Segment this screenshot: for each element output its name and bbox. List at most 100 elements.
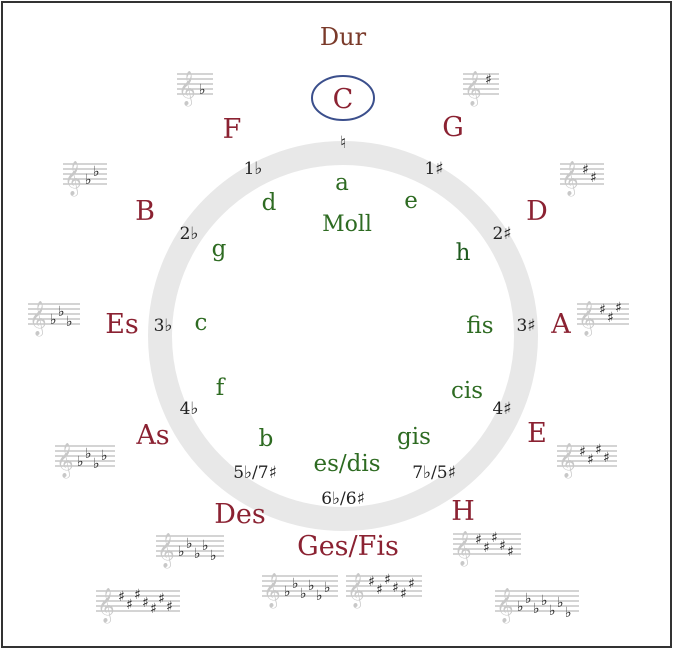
minor-key-fis: fis (466, 313, 493, 339)
staff-signature-d: 𝄞♯♯ (560, 161, 604, 197)
major-key-f: F (223, 114, 242, 145)
treble-clef-icon: 𝄞 (561, 161, 579, 197)
staff-signature-ges: 𝄞♭♭♭♭♭♭ (262, 573, 338, 609)
c-highlight (311, 75, 375, 121)
accidental-des: 5♭/7♯ (233, 463, 277, 483)
major-key-g: G (442, 112, 464, 143)
flat-icon: ♭ (565, 605, 572, 621)
staff-signature-a: 𝄞♯♯♯ (577, 300, 629, 337)
flat-icon: ♭ (77, 454, 84, 470)
flat-icon: ♭ (541, 593, 548, 609)
flat-icon: ♭ (101, 448, 108, 464)
flat-icon: ♭ (66, 314, 73, 330)
treble-clef-icon: 𝄞 (578, 301, 596, 337)
flat-icon: ♭ (85, 172, 92, 188)
major-key-d: D (526, 196, 548, 227)
staff-signature-as: 𝄞♭♭♭♭ (55, 443, 115, 479)
accidental-c: ♮ (340, 133, 346, 153)
sharp-icon: ♯ (158, 591, 165, 607)
staff-signature-cis: 𝄞♯♯♯♯♯♯♯ (96, 587, 180, 624)
minor-key-g: g (212, 236, 227, 262)
sharp-icon: ♯ (507, 544, 514, 560)
sharp-icon: ♯ (579, 444, 586, 460)
sharp-icon: ♯ (118, 589, 125, 605)
accidental-f: 1♭ (244, 159, 263, 179)
minor-title: Moll (322, 212, 372, 237)
flat-icon: ♭ (210, 548, 217, 564)
flat-icon: ♭ (284, 584, 291, 600)
sharp-icon: ♯ (392, 580, 399, 596)
flat-icon: ♭ (50, 312, 57, 328)
major-key-ges-fis: Ges/Fis (297, 531, 399, 562)
minor-key-e: e (404, 188, 418, 214)
accidental-as: 4♭ (180, 399, 199, 419)
major-key-e: E (527, 418, 547, 449)
flat-icon: ♭ (300, 586, 307, 602)
staff-signature-e: 𝄞♯♯♯♯ (557, 442, 617, 479)
flat-icon: ♭ (58, 304, 65, 320)
accidental-g: 1♯ (424, 159, 443, 179)
major-key-h: H (451, 496, 475, 527)
staff-signature-f: 𝄞♭ (177, 71, 213, 107)
flat-icon: ♭ (194, 546, 201, 562)
treble-clef-icon: 𝄞 (64, 161, 82, 197)
major-key-c: C (333, 84, 354, 115)
sharp-icon: ♯ (582, 162, 589, 178)
accidental-d: 2♯ (492, 224, 511, 244)
sharp-icon: ♯ (166, 599, 173, 615)
major-key-b: B (135, 196, 155, 227)
sharp-icon: ♯ (126, 597, 133, 613)
treble-clef-icon: 𝄞 (178, 71, 196, 107)
sharp-icon: ♯ (599, 302, 606, 318)
staff-signature-g: 𝄞♯ (463, 71, 499, 107)
sharp-icon: ♯ (607, 310, 614, 326)
minor-key-a: a (335, 170, 349, 196)
minor-key-gis: gis (397, 424, 431, 450)
treble-clef-icon: 𝄞 (496, 588, 514, 624)
flat-icon: ♭ (517, 599, 524, 615)
minor-key-f: f (216, 375, 226, 401)
sharp-icon: ♯ (590, 170, 597, 186)
sharp-icon: ♯ (134, 587, 141, 603)
treble-clef-icon: 𝄞 (29, 301, 47, 337)
sharp-icon: ♯ (142, 595, 149, 611)
minor-key-h: h (456, 240, 471, 266)
sharp-icon: ♯ (483, 540, 490, 556)
sharp-icon: ♯ (491, 530, 498, 546)
sharp-icon: ♯ (400, 586, 407, 602)
flat-icon: ♭ (324, 580, 331, 596)
flat-icon: ♭ (93, 164, 100, 180)
staff-signature-b: 𝄞♭♭ (63, 161, 107, 197)
accidental-b: 2♭ (180, 224, 199, 244)
minor-key-es-dis: es/dis (313, 451, 380, 477)
sharp-icon: ♯ (595, 442, 602, 458)
flat-icon: ♭ (93, 456, 100, 472)
treble-clef-icon: 𝄞 (454, 531, 472, 567)
flat-icon: ♭ (557, 595, 564, 611)
sharp-icon: ♯ (384, 572, 391, 588)
major-title: Dur (320, 23, 367, 51)
sharp-icon: ♯ (150, 601, 157, 617)
treble-clef-icon: 𝄞 (97, 588, 115, 624)
minor-key-d: d (262, 190, 277, 216)
minor-key-b: b (259, 426, 274, 452)
sharp-icon: ♯ (603, 450, 610, 466)
sharp-icon: ♯ (615, 300, 622, 316)
treble-clef-icon: 𝄞 (347, 573, 365, 609)
accidental-e: 4♯ (492, 399, 511, 419)
flat-icon: ♭ (178, 544, 185, 560)
staff-signature-fis: 𝄞♯♯♯♯♯♯ (346, 572, 422, 609)
treble-clef-icon: 𝄞 (56, 443, 74, 479)
minor-key-cis: cis (451, 378, 483, 404)
treble-clef-icon: 𝄞 (263, 573, 281, 609)
minor-key-c: c (195, 310, 208, 336)
treble-clef-icon: 𝄞 (558, 443, 576, 479)
ring (148, 141, 538, 531)
sharp-icon: ♯ (368, 574, 375, 590)
flat-icon: ♭ (292, 576, 299, 592)
major-key-a: A (550, 309, 571, 340)
major-key-des: Des (214, 499, 265, 530)
